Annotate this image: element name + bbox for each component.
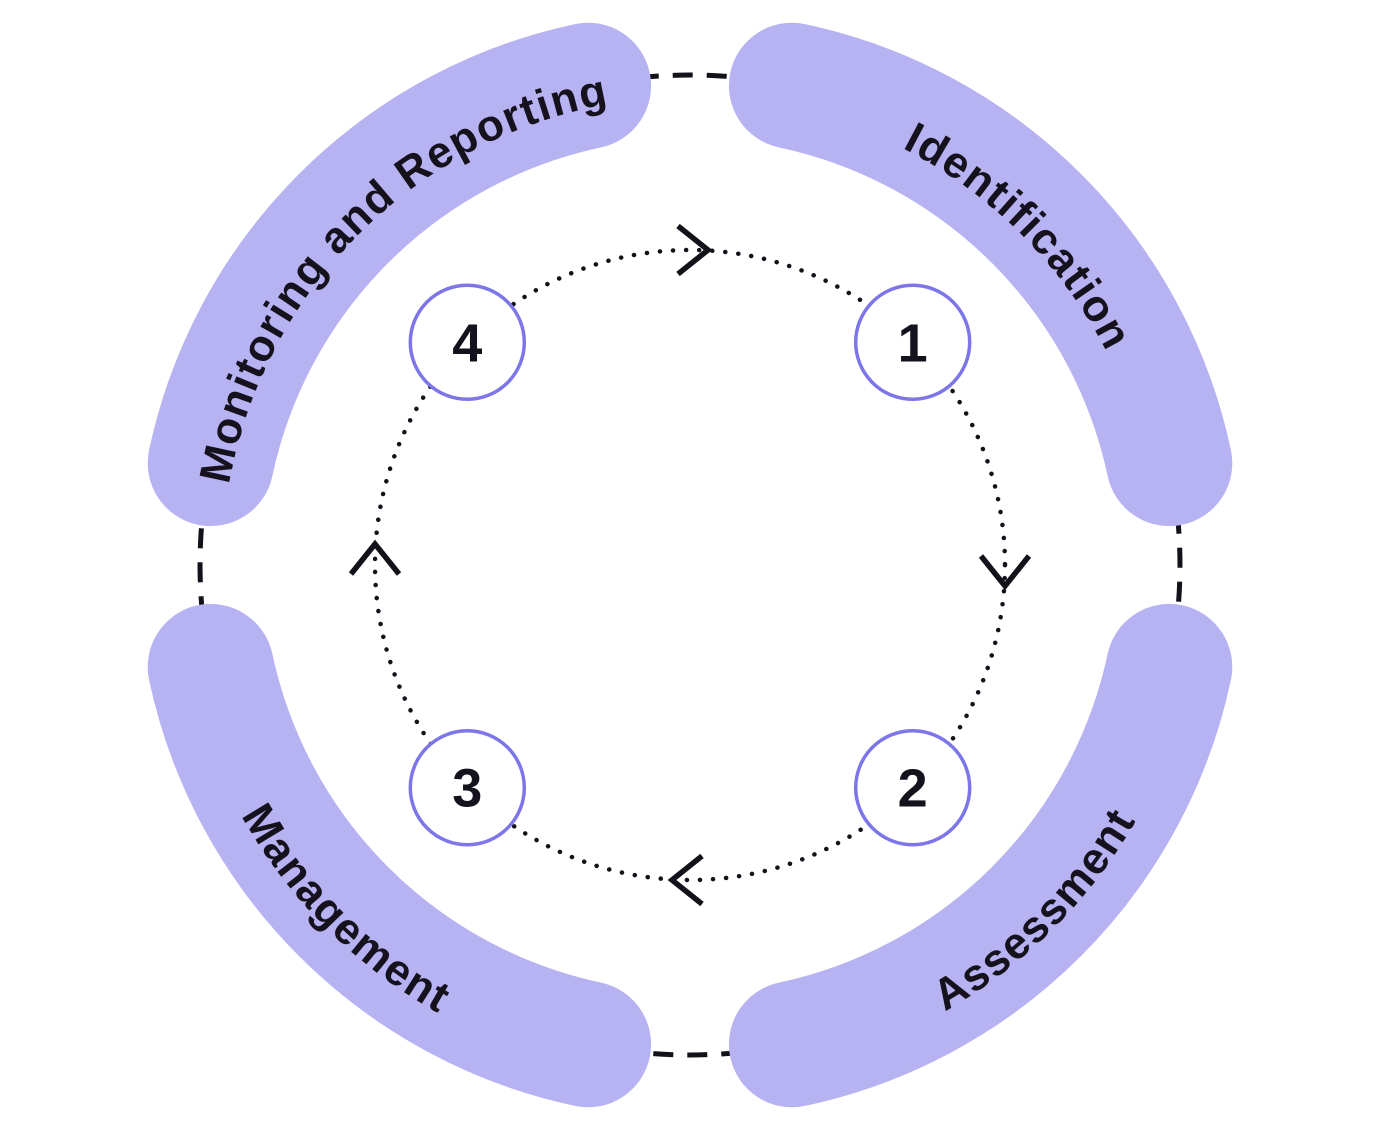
arc-segment-identification [728,22,1233,527]
step-number-1: 1 [898,313,928,373]
gap-dash-bottom [638,1049,742,1058]
step-badge-2: 2 [853,728,972,847]
step-circle-1 [853,283,972,402]
arc-segment-management [147,603,652,1108]
step-circle-3 [408,728,527,847]
cycle-arrow-left-icon [348,539,402,576]
gap-dash-right [1174,513,1183,617]
step-number-2: 2 [898,759,928,819]
step-badge-1: 1 [853,283,972,402]
cycle-arrow-bottom-icon [667,853,704,907]
arc-segment-assessment [728,603,1233,1108]
gap-dash-top [638,72,742,81]
step-circle-2 [853,728,972,847]
cycle-dotted-circle [372,247,1008,883]
step-number-3: 3 [452,759,482,819]
cycle-arrow-right-icon [978,554,1032,591]
arc-segment-monitoring-and-reporting [147,22,652,527]
step-number-4: 4 [452,313,482,373]
step-badge-3: 3 [408,728,527,847]
gap-dash-left [197,513,206,617]
step-badge-4: 4 [408,283,527,402]
cycle-arrow-top-icon [676,223,713,277]
step-circle-4 [408,283,527,402]
